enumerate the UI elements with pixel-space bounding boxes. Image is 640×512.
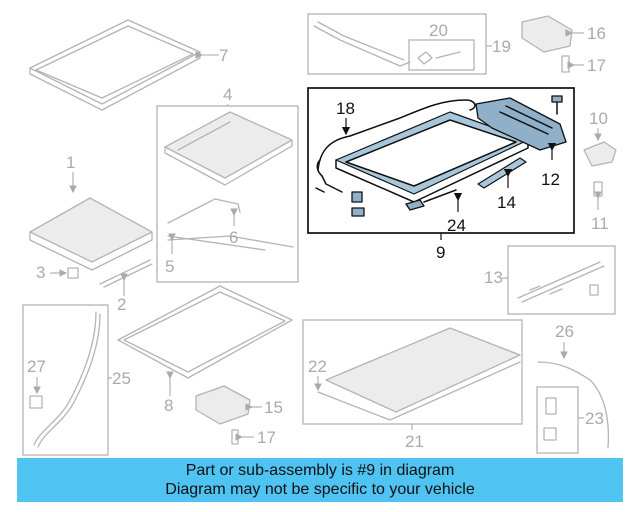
callout-26: 26	[555, 322, 574, 341]
callout-16: 16	[587, 24, 606, 43]
part-4-panel-assembly: 4 6 5	[156, 85, 299, 283]
callout-3: 3	[36, 263, 45, 282]
callout-13: 13	[484, 268, 503, 287]
callout-12: 12	[541, 170, 560, 189]
part-15-motor: 15 17	[195, 385, 283, 447]
part-1-glass-panel: 1 3 2	[29, 153, 153, 314]
part-7-glass-panel: 7	[29, 19, 228, 111]
callout-15: 15	[264, 398, 283, 417]
callout-6: 6	[229, 228, 238, 247]
banner-line-disclaimer: Diagram may not be specific to your vehi…	[165, 481, 475, 498]
callout-4: 4	[223, 85, 232, 104]
callout-5: 5	[165, 257, 174, 276]
part-10-bracket: 10 11	[583, 109, 617, 233]
part-23-bolt-set: 23	[536, 386, 604, 454]
callout-10: 10	[589, 109, 608, 128]
callout-7: 7	[219, 46, 228, 65]
part-8-seal: 8	[117, 285, 293, 415]
callout-1: 1	[66, 153, 75, 172]
part-16-motor: 16 17	[521, 15, 606, 75]
part-9-frame-assembly: 18 12 14 24 9	[307, 87, 575, 262]
part-25-drain-hose: 25 27	[22, 304, 131, 456]
callout-9: 9	[436, 243, 445, 262]
callout-23: 23	[585, 409, 604, 428]
callout-17b: 17	[257, 428, 276, 447]
banner-line-part-number: Part or sub-assembly is #9 in diagram	[185, 462, 455, 479]
callout-20: 20	[429, 21, 448, 40]
callout-14: 14	[497, 193, 516, 212]
callout-8: 8	[164, 396, 173, 415]
callout-24: 24	[447, 216, 466, 235]
info-banner: Part or sub-assembly is #9 in diagram Di…	[17, 458, 623, 502]
callout-19: 19	[492, 37, 511, 56]
callout-22: 22	[308, 357, 327, 376]
callout-27: 27	[27, 357, 46, 376]
callout-17a: 17	[587, 56, 606, 75]
part-19-wind-deflector: 20 19	[307, 13, 511, 75]
part-13-guide-rail: 13	[484, 245, 616, 315]
parts-diagram: 7 4 6 5 1 3 2 8	[22, 13, 617, 456]
callout-25: 25	[112, 369, 131, 388]
callout-21: 21	[405, 432, 424, 451]
part-21-roof-headliner: 22 21	[302, 319, 523, 451]
part-26-cable: 26	[537, 322, 610, 449]
callout-2: 2	[117, 295, 126, 314]
callout-11: 11	[591, 214, 609, 233]
callout-18: 18	[336, 99, 355, 118]
